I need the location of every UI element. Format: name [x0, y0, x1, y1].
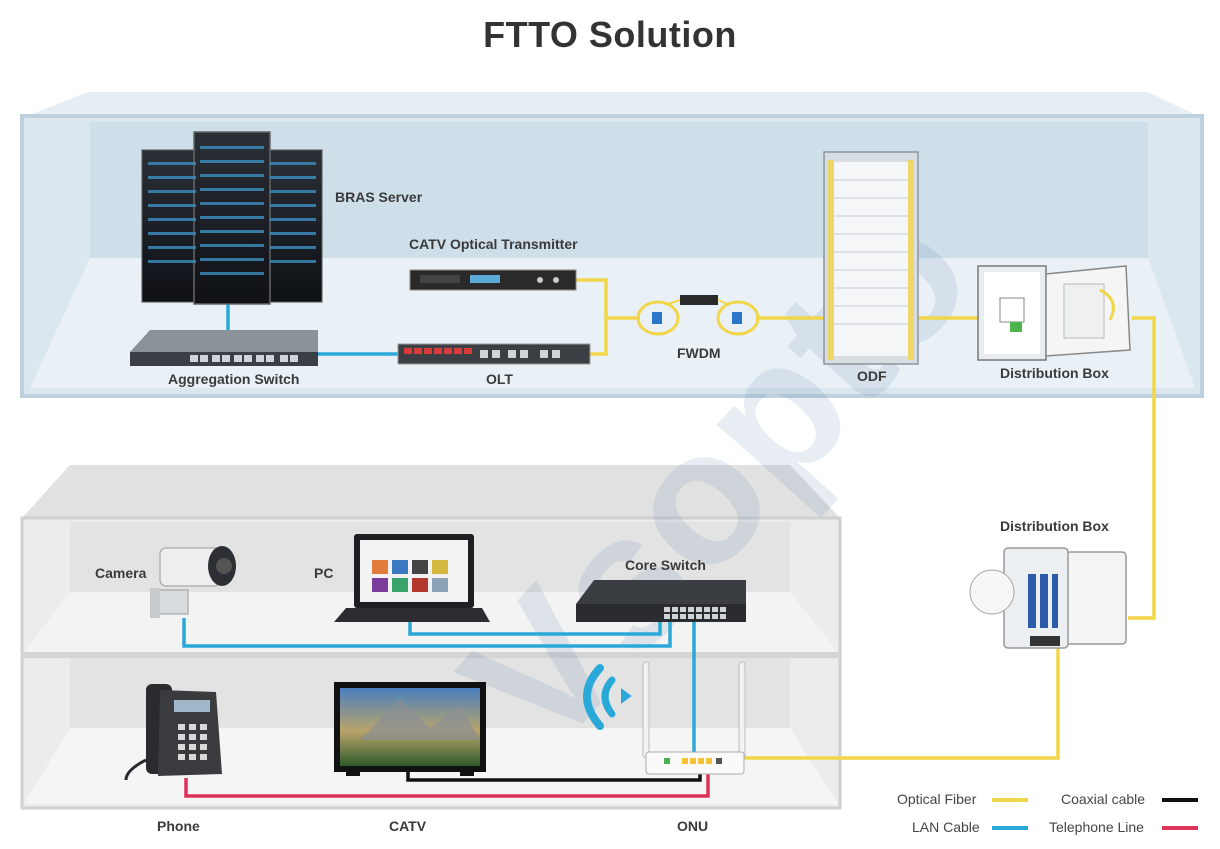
legend-coaxial-cable: Coaxial cable: [1061, 791, 1146, 807]
telephone-line: [184, 772, 710, 798]
catv-transmitter-label: CATV Optical Transmitter: [409, 236, 578, 252]
catv-transmitter-icon: [409, 269, 577, 291]
aggregation-switch-label: Aggregation Switch: [168, 371, 300, 387]
catv-tv-icon: [334, 682, 486, 776]
pc-label: PC: [314, 565, 334, 581]
fwdm-icon: [636, 295, 760, 336]
phone-label: Phone: [157, 818, 200, 834]
optical-fiber-lines: [576, 278, 1156, 760]
odf-label: ODF: [857, 368, 887, 384]
legend-telephone-line: Telephone Line: [1049, 819, 1144, 835]
distribution-box-top-icon: [977, 265, 1131, 361]
catv-label: CATV: [389, 818, 427, 834]
core-switch-icon: [576, 580, 746, 622]
camera-icon: [150, 546, 236, 618]
camera-label: Camera: [95, 565, 147, 581]
onu-router-icon: [642, 661, 746, 775]
bras-server-icon: [141, 131, 323, 305]
legend-swatches: [992, 798, 1198, 830]
coaxial-cable-line: [406, 770, 702, 782]
core-switch-label: Core Switch: [625, 557, 706, 573]
distribution-box-top-label: Distribution Box: [1000, 365, 1109, 381]
legend-optical-fiber: Optical Fiber: [897, 791, 977, 807]
distribution-box-bottom-icon: [969, 547, 1127, 649]
olt-icon: [397, 343, 591, 365]
pc-laptop-icon: [334, 534, 490, 622]
wifi-icon: [583, 664, 632, 730]
page-title: FTTO Solution: [483, 14, 737, 55]
onu-label: ONU: [677, 818, 709, 834]
phone-icon: [124, 684, 222, 781]
lan-cable-lines: [182, 302, 696, 768]
legend-lan-cable: LAN Cable: [912, 819, 980, 835]
aggregation-switch-icon: [130, 330, 318, 366]
bras-server-label: BRAS Server: [335, 189, 423, 205]
distribution-box-bottom-label: Distribution Box: [1000, 518, 1109, 534]
fwdm-label: FWDM: [677, 345, 721, 361]
olt-label: OLT: [486, 371, 513, 387]
odf-icon: [823, 151, 919, 365]
